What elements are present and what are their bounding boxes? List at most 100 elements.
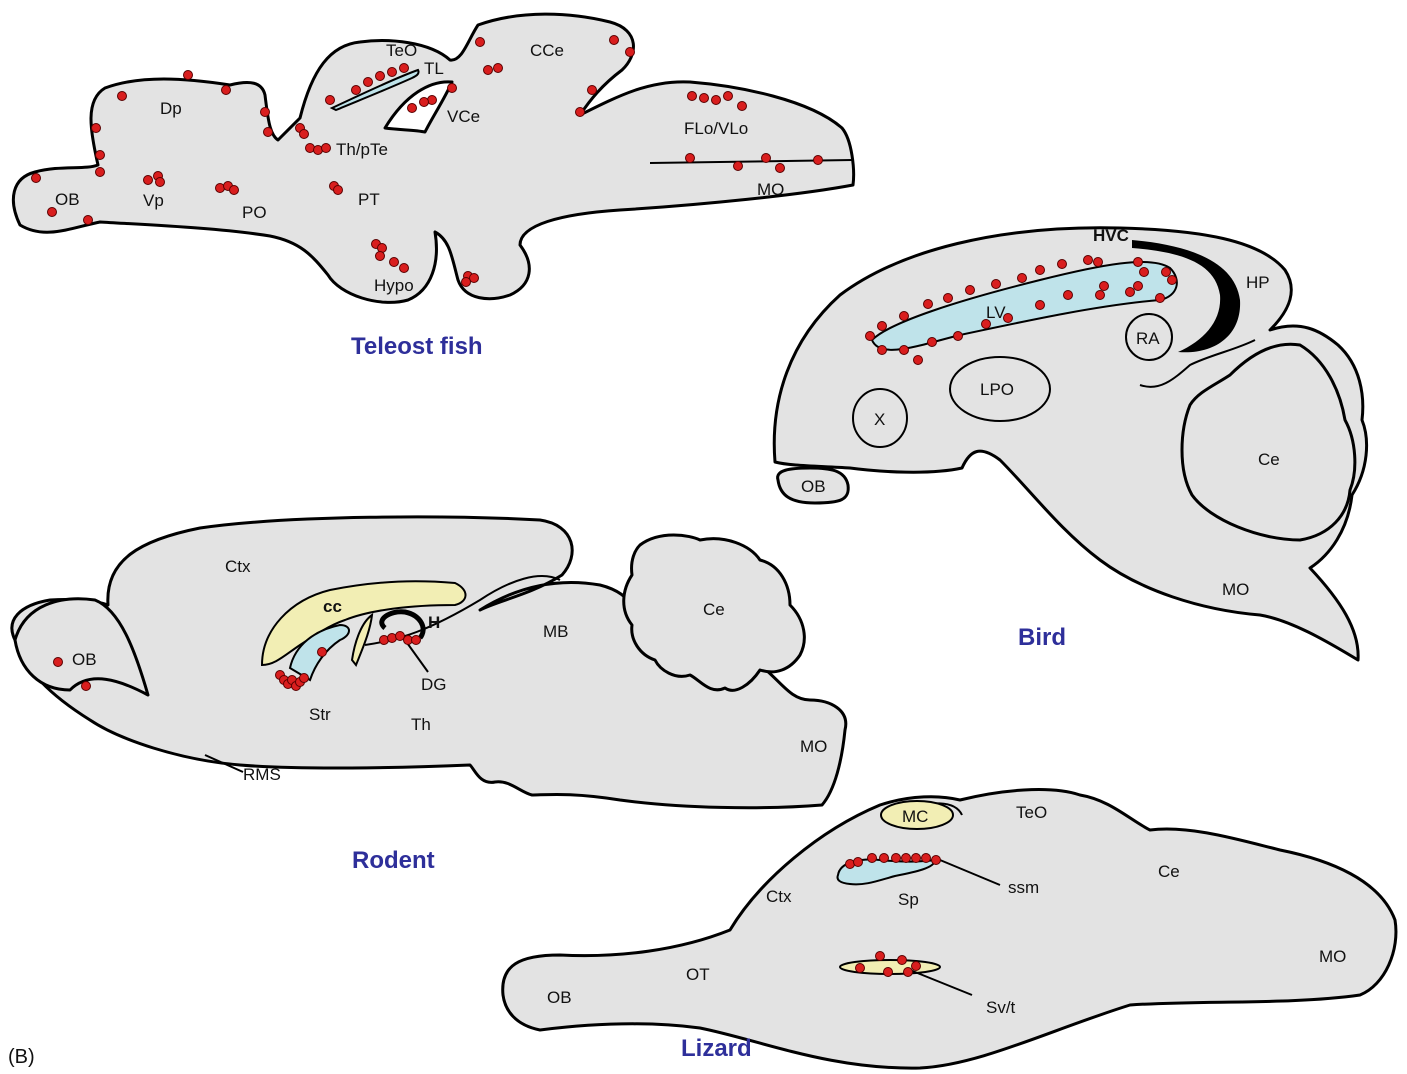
bird-title: Bird bbox=[1018, 624, 1066, 651]
labelled-cell-dot bbox=[448, 84, 457, 93]
labelled-cell-dot bbox=[376, 252, 385, 261]
labelled-cell-dot bbox=[400, 264, 409, 273]
labelled-cell-dot bbox=[902, 854, 911, 863]
fish-label-po: PO bbox=[242, 203, 267, 222]
labelled-cell-dot bbox=[1036, 301, 1045, 310]
bird-label-x: X bbox=[874, 410, 885, 429]
labelled-cell-dot bbox=[1162, 268, 1171, 277]
labelled-cell-dot bbox=[1018, 274, 1027, 283]
labelled-cell-dot bbox=[412, 636, 421, 645]
labelled-cell-dot bbox=[264, 128, 273, 137]
labelled-cell-dot bbox=[376, 72, 385, 81]
rodent-label-str: Str bbox=[309, 705, 331, 724]
bird-label-ce: Ce bbox=[1258, 450, 1280, 469]
lizard-label-sp: Sp bbox=[898, 890, 919, 909]
labelled-cell-dot bbox=[892, 854, 901, 863]
labelled-cell-dot bbox=[156, 178, 165, 187]
rodent-label-ctx: Ctx bbox=[225, 557, 251, 576]
lizard-label-teo: TeO bbox=[1016, 803, 1047, 822]
lizard-label-svt: Sv/t bbox=[986, 998, 1016, 1017]
bird-label-ra: RA bbox=[1136, 329, 1160, 348]
labelled-cell-dot bbox=[944, 294, 953, 303]
labelled-cell-dot bbox=[762, 154, 771, 163]
labelled-cell-dot bbox=[352, 86, 361, 95]
fish-label-mo: MO bbox=[757, 180, 784, 199]
lizard-title: Lizard bbox=[681, 1035, 752, 1062]
labelled-cell-dot bbox=[588, 86, 597, 95]
labelled-cell-dot bbox=[1058, 260, 1067, 269]
labelled-cell-dot bbox=[700, 94, 709, 103]
fish-label-vp: Vp bbox=[143, 191, 164, 210]
labelled-cell-dot bbox=[1168, 276, 1177, 285]
labelled-cell-dot bbox=[118, 92, 127, 101]
labelled-cell-dot bbox=[1036, 266, 1045, 275]
fish-title: Teleost fish bbox=[351, 333, 483, 360]
labelled-cell-dot bbox=[954, 332, 963, 341]
labelled-cell-dot bbox=[866, 332, 875, 341]
labelled-cell-dot bbox=[1126, 288, 1135, 297]
labelled-cell-dot bbox=[878, 346, 887, 355]
rodent-label-rms: RMS bbox=[243, 765, 281, 784]
labelled-cell-dot bbox=[261, 108, 270, 117]
labelled-cell-dot bbox=[734, 162, 743, 171]
lizard-brain bbox=[503, 790, 1396, 1069]
labelled-cell-dot bbox=[462, 278, 471, 287]
labelled-cell-dot bbox=[900, 346, 909, 355]
fish-label-thpte: Th/pTe bbox=[336, 140, 388, 159]
fish-label-teo: TeO bbox=[386, 41, 417, 60]
rodent-label-mo: MO bbox=[800, 737, 827, 756]
fish-label-cce: CCe bbox=[530, 41, 564, 60]
lizard-label-ssm: ssm bbox=[1008, 878, 1039, 897]
labelled-cell-dot bbox=[610, 36, 619, 45]
lizard-label-ot: OT bbox=[686, 965, 710, 984]
labelled-cell-dot bbox=[420, 98, 429, 107]
bird-label-hvc: HVC bbox=[1093, 226, 1129, 245]
labelled-cell-dot bbox=[880, 854, 889, 863]
panel-label: (B) bbox=[8, 1046, 35, 1068]
labelled-cell-dot bbox=[184, 71, 193, 80]
labelled-cell-dot bbox=[96, 168, 105, 177]
labelled-cell-dot bbox=[928, 338, 937, 347]
fish-label-tl: TL bbox=[424, 59, 444, 78]
labelled-cell-dot bbox=[912, 962, 921, 971]
labelled-cell-dot bbox=[922, 854, 931, 863]
labelled-cell-dot bbox=[390, 258, 399, 267]
labelled-cell-dot bbox=[82, 682, 91, 691]
labelled-cell-dot bbox=[334, 186, 343, 195]
rodent-label-th: Th bbox=[411, 715, 431, 734]
labelled-cell-dot bbox=[1134, 258, 1143, 267]
labelled-cell-dot bbox=[912, 854, 921, 863]
rodent-label-h: H bbox=[428, 613, 440, 632]
labelled-cell-dot bbox=[1094, 258, 1103, 267]
labelled-cell-dot bbox=[1156, 294, 1165, 303]
labelled-cell-dot bbox=[484, 66, 493, 75]
labelled-cell-dot bbox=[868, 854, 877, 863]
labelled-cell-dot bbox=[96, 151, 105, 160]
labelled-cell-dot bbox=[914, 356, 923, 365]
labelled-cell-dot bbox=[576, 108, 585, 117]
labelled-cell-dot bbox=[898, 956, 907, 965]
labelled-cell-dot bbox=[776, 164, 785, 173]
labelled-cell-dot bbox=[1084, 256, 1093, 265]
rodent-title: Rodent bbox=[352, 847, 435, 874]
labelled-cell-dot bbox=[1100, 282, 1109, 291]
labelled-cell-dot bbox=[686, 154, 695, 163]
labelled-cell-dot bbox=[904, 968, 913, 977]
labelled-cell-dot bbox=[814, 156, 823, 165]
lizard-brain-outline bbox=[503, 790, 1396, 1069]
labelled-cell-dot bbox=[326, 96, 335, 105]
labelled-cell-dot bbox=[1064, 291, 1073, 300]
labelled-cell-dot bbox=[966, 286, 975, 295]
labelled-cell-dot bbox=[878, 322, 887, 331]
rodent-label-dg: DG bbox=[421, 675, 447, 694]
labelled-cell-dot bbox=[626, 48, 635, 57]
labelled-cell-dot bbox=[54, 658, 63, 667]
labelled-cell-dot bbox=[318, 648, 327, 657]
labelled-cell-dot bbox=[408, 104, 417, 113]
rodent-label-cc: cc bbox=[323, 597, 342, 616]
fish-label-dp: Dp bbox=[160, 99, 182, 118]
lizard-label-mc: MC bbox=[902, 807, 928, 826]
lizard-label-ce: Ce bbox=[1158, 862, 1180, 881]
bird-label-lv: LV bbox=[986, 303, 1006, 322]
